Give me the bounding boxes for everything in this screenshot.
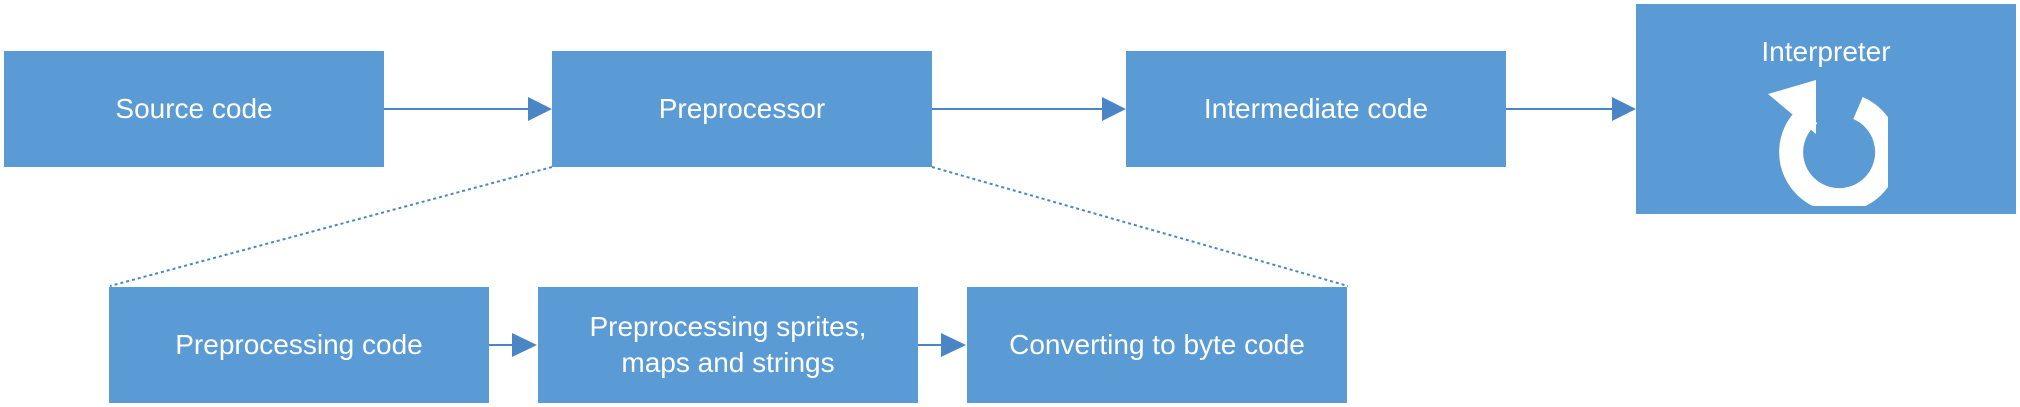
preprocessing-sprites-label-line2: maps and strings	[621, 347, 835, 378]
preprocessing-code-box: Preprocessing code	[109, 287, 489, 403]
expansion-line-right	[931, 166, 1349, 287]
interpreter-box: Interpreter	[1636, 4, 2016, 214]
arrow-source-to-preprocessor	[384, 97, 552, 121]
source-code-label: Source code	[115, 92, 273, 124]
expansion-line-left	[109, 166, 553, 287]
interpreter-label: Interpreter	[1761, 36, 1891, 67]
intermediate-code-box: Intermediate code	[1126, 51, 1506, 167]
preprocessing-sprites-box: Preprocessing sprites, maps and strings	[538, 287, 918, 403]
source-code-box: Source code	[4, 51, 384, 167]
circular-arrow-icon	[1768, 80, 1888, 206]
intermediate-code-label: Intermediate code	[1203, 92, 1429, 124]
arrow-preprocessor-to-intermediate	[932, 97, 1126, 121]
arrow-intermediate-to-interpreter	[1506, 97, 1636, 121]
preprocessing-sprites-label-line1: Preprocessing sprites,	[589, 310, 867, 342]
preprocessor-label: Preprocessor	[658, 92, 826, 124]
arrow-step2-to-step3	[918, 333, 966, 357]
byte-code-box: Converting to byte code	[967, 287, 1347, 403]
byte-code-label: Converting to byte code	[1009, 328, 1305, 360]
preprocessor-box: Preprocessor	[552, 51, 932, 167]
preprocessing-code-label: Preprocessing code	[175, 328, 423, 360]
arrow-step1-to-step2	[489, 333, 537, 357]
